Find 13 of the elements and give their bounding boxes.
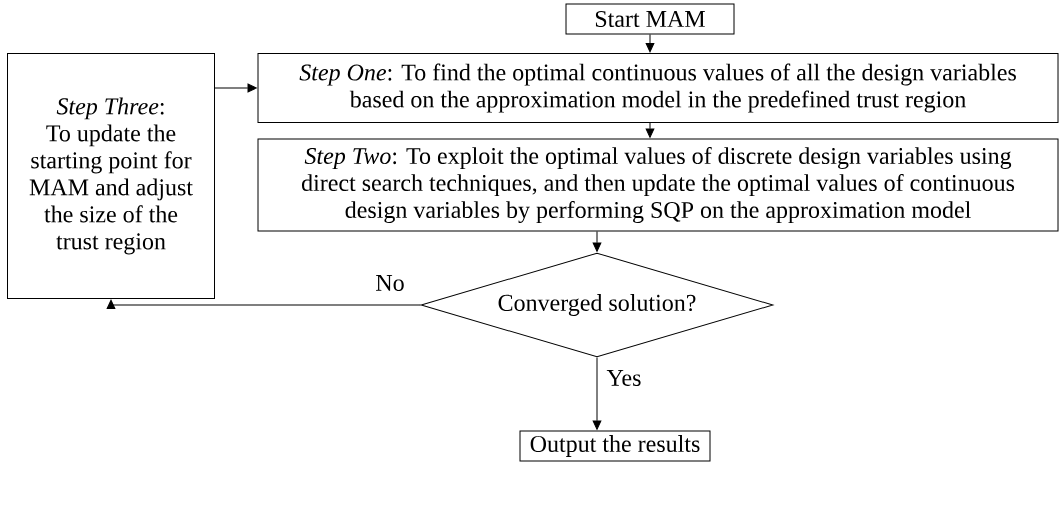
edge-label: No bbox=[374, 274, 406, 292]
arrow bbox=[645, 34, 655, 53]
process-box: Step Two: To exploit the optimal values of discrete design variables using direct search techniques, and then update the optimal values of continuous design variables by performing SQP on the approximation model bbox=[257, 138, 1059, 232]
process-box: Step Three: To update the starting point for MAM and adjust the size of the trust region bbox=[7, 53, 215, 299]
arrow bbox=[592, 357, 602, 430]
process-box: Step One: To find the optimal continuous values of all the design variables based on the approximation model in the predefined trust region bbox=[257, 53, 1059, 123]
arrow bbox=[214, 83, 257, 93]
process-box: Start MAM bbox=[565, 3, 735, 35]
arrow bbox=[645, 122, 655, 138]
process-box: Output the results bbox=[519, 430, 711, 462]
edge-label: Yes bbox=[605, 369, 643, 387]
arrow bbox=[106, 299, 421, 310]
arrow bbox=[592, 231, 602, 252]
